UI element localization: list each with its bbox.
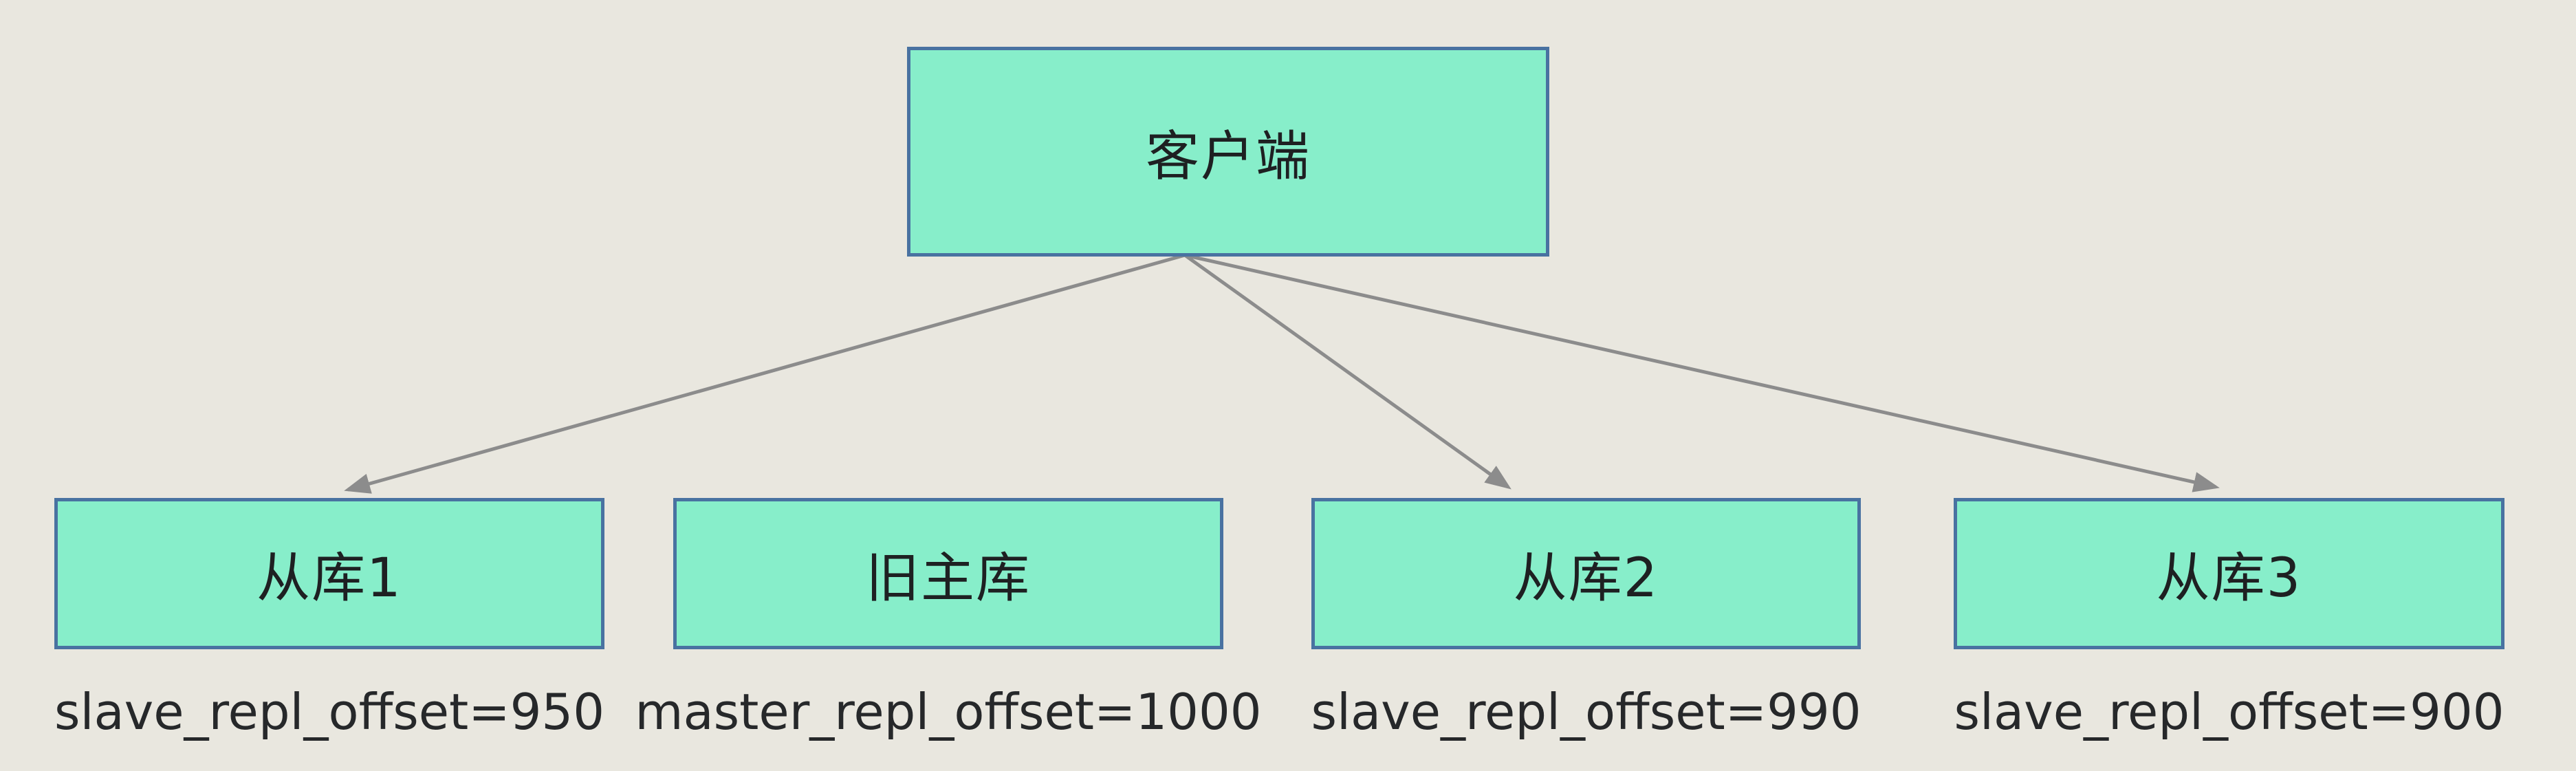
old-master-node: 旧主库 <box>673 498 1223 649</box>
slave2-node-label: 从库2 <box>1513 547 1659 609</box>
slave2-offset-caption: slave_repl_offset=990 <box>1311 683 1862 741</box>
slave1-node-label: 从库1 <box>256 547 402 609</box>
slave1-node: 从库1 <box>54 498 604 649</box>
slave3-node: 从库3 <box>1954 498 2504 649</box>
old-master-node-label: 旧主库 <box>865 547 1031 609</box>
slave2-node: 从库2 <box>1311 498 1861 649</box>
arrow-client-to-slave1 <box>344 253 1186 494</box>
slave3-offset-caption: slave_repl_offset=900 <box>1954 683 2504 741</box>
client-node-label: 客户端 <box>1145 125 1311 188</box>
old-master-offset-caption: master_repl_offset=1000 <box>635 683 1262 741</box>
arrow-client-to-slave2 <box>1183 253 1511 490</box>
client-node: 客户端 <box>907 47 1549 257</box>
slave3-node-label: 从库3 <box>2156 547 2302 609</box>
arrow-client-to-slave3 <box>1184 253 2220 492</box>
slave1-offset-caption: slave_repl_offset=950 <box>54 683 604 741</box>
